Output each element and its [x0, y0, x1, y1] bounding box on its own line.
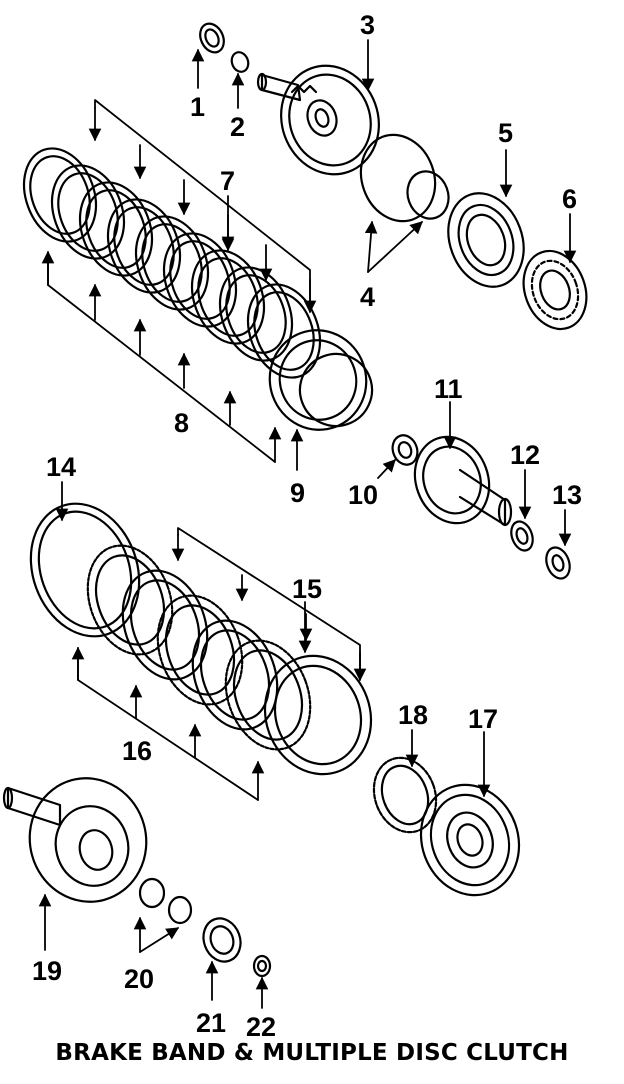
callout-12: 12 — [510, 440, 540, 470]
lower-clutch-pack — [86, 544, 373, 776]
part-12-washer — [510, 520, 534, 552]
lower-pack-brackets — [71, 527, 367, 801]
part-20-o-rings — [138, 877, 193, 925]
part-4-rings — [359, 133, 450, 223]
callout-1: 1 — [190, 92, 205, 122]
callout-21: 21 — [196, 1008, 226, 1038]
callout-14: 14 — [46, 452, 76, 482]
callout-15: 15 — [292, 574, 322, 604]
callout-10: 10 — [348, 480, 378, 510]
part-10-bearing — [391, 434, 419, 466]
callout-11: 11 — [434, 374, 463, 404]
part-3-clutch-drum — [256, 64, 380, 176]
diagram-caption: BRAKE BAND & MULTIPLE DISC CLUTCH — [55, 1040, 569, 1066]
parts-diagram: 1 2 3 4 5 6 7 8 9 10 11 12 13 14 15 16 1… — [2, 10, 588, 1040]
part-2-o-ring — [230, 51, 250, 73]
callout-9: 9 — [290, 478, 305, 508]
part-19-drum-shaft — [2, 777, 148, 903]
callout-4: 4 — [360, 282, 375, 312]
part-21-seal — [202, 917, 242, 963]
part-6-hub — [522, 249, 588, 331]
callout-19: 19 — [32, 956, 62, 986]
callout-labels: 1 2 3 4 5 6 7 8 9 10 11 12 13 14 15 16 1… — [32, 10, 582, 1040]
callout-7: 7 — [220, 166, 235, 196]
part-1-seal — [199, 22, 225, 54]
callout-2: 2 — [230, 112, 245, 142]
callout-22: 22 — [246, 1012, 276, 1040]
leader-arrows — [38, 39, 577, 1009]
callout-20: 20 — [124, 964, 154, 994]
callout-5: 5 — [498, 118, 513, 148]
callout-8: 8 — [174, 408, 189, 438]
part-5-bearing — [447, 192, 525, 288]
part-18-splined-ring — [372, 756, 438, 834]
callout-17: 17 — [468, 704, 498, 734]
callout-18: 18 — [398, 700, 428, 730]
callout-13: 13 — [552, 480, 582, 510]
callout-3: 3 — [360, 10, 375, 40]
part-22-bushing — [252, 954, 272, 978]
part-11-gear-shaft — [413, 435, 513, 527]
callout-16: 16 — [122, 736, 152, 766]
upper-clutch-pack — [22, 147, 374, 431]
upper-pack-brackets — [41, 99, 317, 463]
part-13-washer — [545, 546, 571, 580]
part-14-brake-band — [29, 502, 141, 638]
callout-6: 6 — [562, 184, 577, 214]
part-17-drum — [419, 783, 521, 897]
